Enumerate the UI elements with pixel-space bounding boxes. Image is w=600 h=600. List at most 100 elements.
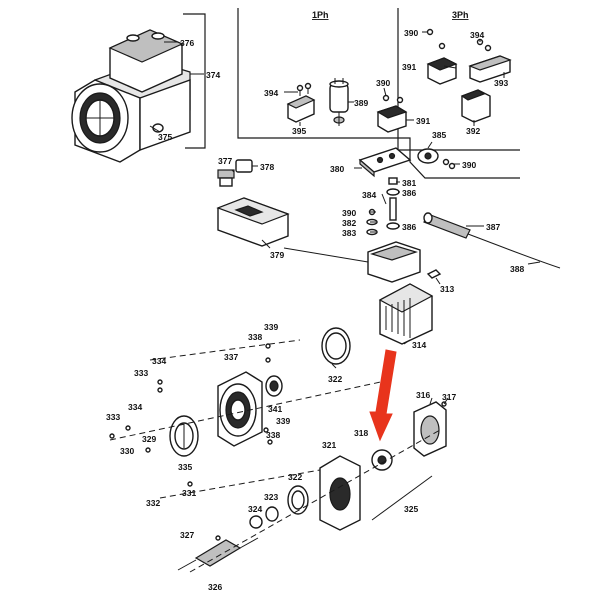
label-341: 341	[268, 404, 282, 414]
label-317: 317	[442, 392, 456, 402]
label-339-upper: 339	[264, 322, 278, 332]
label-376: 376	[180, 38, 194, 48]
part-379-terminal-box-cover	[216, 197, 290, 247]
red-arrow	[369, 349, 397, 442]
label-390-lower: 390	[342, 208, 356, 218]
label-389: 389	[354, 98, 368, 108]
part-394-screws-1ph	[296, 82, 312, 96]
part-labels: 376 374 375 394 395 389 390 391 390 394 …	[106, 28, 524, 592]
label-394-1ph: 394	[264, 88, 278, 98]
label-329: 329	[142, 434, 156, 444]
part-326-rotor	[177, 537, 259, 571]
part-392-contactor	[460, 89, 491, 123]
label-323: 323	[264, 492, 278, 502]
part-386-washer-lower	[386, 222, 400, 230]
header-1ph: 1Ph	[312, 10, 329, 20]
label-390-1ph: 390	[376, 78, 390, 88]
part-313-screw	[426, 269, 442, 279]
label-395: 395	[292, 126, 306, 136]
label-393: 393	[494, 78, 508, 88]
part-393-terminal-strip	[468, 55, 512, 83]
label-390-switch: 390	[462, 160, 476, 170]
complete-motor-assembly	[71, 29, 191, 163]
label-332: 332	[146, 498, 160, 508]
label-322-upper: 322	[328, 374, 342, 384]
label-314: 314	[412, 340, 426, 350]
label-383: 383	[342, 228, 356, 238]
leader-lines	[149, 31, 541, 405]
label-338-lower: 338	[266, 430, 280, 440]
label-374: 374	[206, 70, 220, 80]
label-326: 326	[208, 582, 222, 592]
label-316: 316	[416, 390, 430, 400]
part-391-relay-1ph	[376, 105, 408, 133]
label-338-upper: 338	[248, 332, 262, 342]
label-390-3ph: 390	[404, 28, 418, 38]
part-323-seal	[265, 506, 279, 522]
part-395-terminal-block	[286, 95, 316, 123]
part-390-screws-switch	[442, 158, 456, 170]
part-terminal-box-base	[367, 241, 421, 283]
part-386-washer-upper	[386, 188, 400, 196]
label-331: 331	[182, 488, 196, 498]
label-391-1ph: 391	[416, 116, 430, 126]
label-335: 335	[178, 462, 192, 472]
label-333-upper: 333	[134, 368, 148, 378]
label-322-lower: 322	[288, 472, 302, 482]
part-321-motor-housing	[319, 455, 361, 531]
header-3ph: 3Ph	[452, 10, 469, 20]
part-337-pump-flange	[217, 371, 263, 447]
part-324-bearing	[249, 515, 263, 529]
label-379: 379	[270, 250, 284, 260]
label-334-upper: 334	[152, 356, 166, 366]
part-322-gasket-upper	[321, 327, 351, 365]
label-330: 330	[120, 446, 134, 456]
label-318: 318	[354, 428, 368, 438]
label-378: 378	[260, 162, 274, 172]
label-382: 382	[342, 218, 356, 228]
label-394-3ph: 394	[470, 30, 484, 40]
part-322-gasket-lower	[287, 485, 309, 515]
part-335-impeller-cover	[169, 415, 199, 457]
part-388-power-cable	[467, 233, 561, 269]
label-333-lower: 333	[106, 412, 120, 422]
label-387: 387	[486, 222, 500, 232]
part-381-nut	[388, 177, 398, 185]
part-314-stator-housing	[378, 283, 434, 345]
part-391-relay-3ph	[426, 57, 458, 85]
part-387-cable-gland	[423, 212, 471, 239]
small-fasteners	[109, 343, 447, 541]
label-386-upper: 386	[402, 188, 416, 198]
part-390-screws-1ph	[382, 94, 404, 104]
part-390-screws-3ph-top	[426, 28, 446, 50]
part-380-switch-plate	[358, 147, 412, 178]
label-384: 384	[362, 190, 376, 200]
label-339-lower: 339	[276, 416, 290, 426]
label-380: 380	[330, 164, 344, 174]
assembly-centerlines	[109, 339, 441, 573]
part-318-fan	[371, 449, 393, 471]
label-334-lower: 334	[128, 402, 142, 412]
part-394-screws-3ph	[476, 38, 492, 52]
label-313: 313	[440, 284, 454, 294]
label-337: 337	[224, 352, 238, 362]
label-381: 381	[402, 178, 416, 188]
label-321: 321	[322, 440, 336, 450]
part-389-capacitor	[329, 78, 349, 126]
label-327: 327	[180, 530, 194, 540]
label-391-3ph: 391	[402, 62, 416, 72]
part-378-cap	[235, 159, 253, 173]
part-341-bearing	[265, 375, 283, 397]
label-388: 388	[510, 264, 524, 274]
label-386-lower: 386	[402, 222, 416, 232]
part-385-pressure-switch	[417, 148, 439, 164]
label-375: 375	[158, 132, 172, 142]
label-377: 377	[218, 156, 232, 166]
part-316-fan-cover	[413, 401, 447, 457]
part-377-cable-gland	[217, 169, 235, 187]
label-325: 325	[404, 504, 418, 514]
label-385: 385	[432, 130, 446, 140]
part-325-tie-rod	[371, 475, 433, 521]
